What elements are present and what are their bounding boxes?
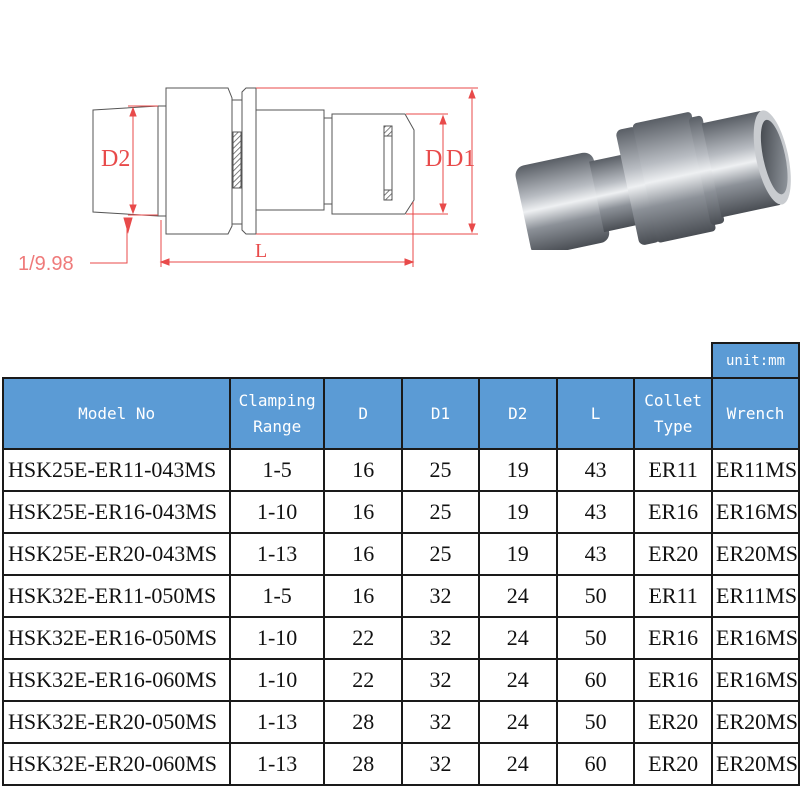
table-row: HSK32E-ER16-060MS 1-10 22 32 24 60 ER16 … bbox=[1, 658, 800, 702]
cell-wrench: ER11MS bbox=[711, 448, 800, 492]
cell-collet: ER16 bbox=[633, 658, 714, 702]
unit-label: unit:mm bbox=[711, 342, 800, 379]
table-row: HSK25E-ER16-043MS 1-10 16 25 19 43 ER16 … bbox=[1, 490, 800, 534]
taper-ratio-label: 1/9.98 bbox=[18, 253, 74, 275]
table-row: HSK25E-ER11-043MS 1-5 16 25 19 43 ER11 E… bbox=[1, 448, 800, 492]
cell-collet: ER20 bbox=[633, 742, 714, 786]
table-row: HSK32E-ER20-060MS 1-13 28 32 24 60 ER20 … bbox=[1, 742, 800, 786]
cell-wrench: ER16MS bbox=[711, 616, 800, 660]
cell-model: HSK32E-ER20-050MS bbox=[1, 700, 232, 744]
cell-l: 60 bbox=[555, 742, 636, 786]
table-row: HSK32E-ER11-050MS 1-5 16 32 24 50 ER11 E… bbox=[1, 574, 800, 618]
cell-l: 50 bbox=[555, 574, 636, 618]
d2-label: D2 bbox=[101, 146, 131, 172]
cell-d2: 24 bbox=[477, 700, 558, 744]
cell-clamping: 1-13 bbox=[229, 532, 326, 576]
cell-clamping: 1-10 bbox=[229, 658, 326, 702]
cell-d2: 24 bbox=[477, 658, 558, 702]
d-label: D bbox=[425, 146, 443, 172]
table-row: HSK32E-ER20-050MS 1-13 28 32 24 50 ER20 … bbox=[1, 700, 800, 744]
cell-l: 50 bbox=[555, 700, 636, 744]
cell-d1: 25 bbox=[401, 532, 480, 576]
cell-model: HSK32E-ER11-050MS bbox=[1, 574, 232, 618]
cell-d: 16 bbox=[323, 574, 404, 618]
cell-clamping: 1-5 bbox=[229, 574, 326, 618]
cell-d1: 32 bbox=[401, 616, 480, 660]
header-collet-line1: Collet bbox=[644, 390, 703, 410]
cell-d: 16 bbox=[323, 532, 404, 576]
cell-d1: 32 bbox=[401, 742, 480, 786]
chuck-outline-drawing bbox=[90, 87, 478, 267]
cell-d1: 32 bbox=[401, 574, 480, 618]
cell-d2: 19 bbox=[477, 490, 558, 534]
cell-collet: ER11 bbox=[633, 448, 714, 492]
cell-clamping: 1-13 bbox=[229, 700, 326, 744]
cell-d2: 24 bbox=[477, 574, 558, 618]
cell-collet: ER11 bbox=[633, 574, 714, 618]
cell-d2: 19 bbox=[477, 448, 558, 492]
cell-clamping: 1-10 bbox=[229, 616, 326, 660]
l-label: L bbox=[255, 240, 268, 262]
technical-drawing: D2 D D1 L 1/9.98 bbox=[0, 70, 490, 280]
table-row: HSK25E-ER20-043MS 1-13 16 25 19 43 ER20 … bbox=[1, 532, 800, 576]
header-model-no: Model No bbox=[1, 377, 232, 450]
cell-d1: 32 bbox=[401, 700, 480, 744]
cell-d1: 25 bbox=[401, 448, 480, 492]
cell-l: 43 bbox=[555, 490, 636, 534]
cell-model: HSK32E-ER16-050MS bbox=[1, 616, 232, 660]
cell-d2: 19 bbox=[477, 532, 558, 576]
product-photo bbox=[490, 70, 800, 256]
header-wrench: Wrench bbox=[711, 377, 800, 450]
cell-collet: ER20 bbox=[633, 532, 714, 576]
header-d1: D1 bbox=[401, 377, 480, 450]
cell-wrench: ER20MS bbox=[711, 532, 800, 576]
cell-d2: 24 bbox=[477, 742, 558, 786]
header-clamping-line1: Clamping bbox=[238, 390, 316, 410]
cell-collet: ER16 bbox=[633, 490, 714, 534]
cell-model: HSK32E-ER20-060MS bbox=[1, 742, 232, 786]
cell-d1: 25 bbox=[401, 490, 480, 534]
cell-l: 60 bbox=[555, 658, 636, 702]
cell-model: HSK25E-ER20-043MS bbox=[1, 532, 232, 576]
cell-wrench: ER16MS bbox=[711, 658, 800, 702]
cell-d: 22 bbox=[323, 616, 404, 660]
cell-clamping: 1-5 bbox=[229, 448, 326, 492]
cell-wrench: ER16MS bbox=[711, 490, 800, 534]
collet-chuck-image bbox=[515, 110, 791, 256]
cell-d: 16 bbox=[323, 448, 404, 492]
blank-area bbox=[3, 343, 712, 378]
cell-clamping: 1-13 bbox=[229, 742, 326, 786]
d1-label: D1 bbox=[446, 146, 476, 172]
cell-wrench: ER11MS bbox=[711, 574, 800, 618]
header-l: L bbox=[555, 377, 636, 450]
cell-model: HSK25E-ER11-043MS bbox=[1, 448, 232, 492]
cell-d1: 32 bbox=[401, 658, 480, 702]
header-collet-line2: Type bbox=[653, 416, 693, 436]
cell-l: 43 bbox=[555, 532, 636, 576]
cell-d: 22 bbox=[323, 658, 404, 702]
cell-collet: ER20 bbox=[633, 700, 714, 744]
header-d: D bbox=[323, 377, 404, 450]
cell-clamping: 1-10 bbox=[229, 490, 326, 534]
header-clamping-line2: Range bbox=[253, 416, 302, 436]
cell-d2: 24 bbox=[477, 616, 558, 660]
cell-model: HSK25E-ER16-043MS bbox=[1, 490, 232, 534]
header-d2: D2 bbox=[477, 377, 558, 450]
cell-wrench: ER20MS bbox=[711, 742, 800, 786]
cell-d: 28 bbox=[323, 742, 404, 786]
table-row: HSK32E-ER16-050MS 1-10 22 32 24 50 ER16 … bbox=[1, 616, 800, 660]
cell-l: 50 bbox=[555, 616, 636, 660]
cell-wrench: ER20MS bbox=[711, 700, 800, 744]
cell-d: 28 bbox=[323, 700, 404, 744]
cell-l: 43 bbox=[555, 448, 636, 492]
cell-model: HSK32E-ER16-060MS bbox=[1, 658, 232, 702]
cell-d: 16 bbox=[323, 490, 404, 534]
cell-collet: ER16 bbox=[633, 616, 714, 660]
